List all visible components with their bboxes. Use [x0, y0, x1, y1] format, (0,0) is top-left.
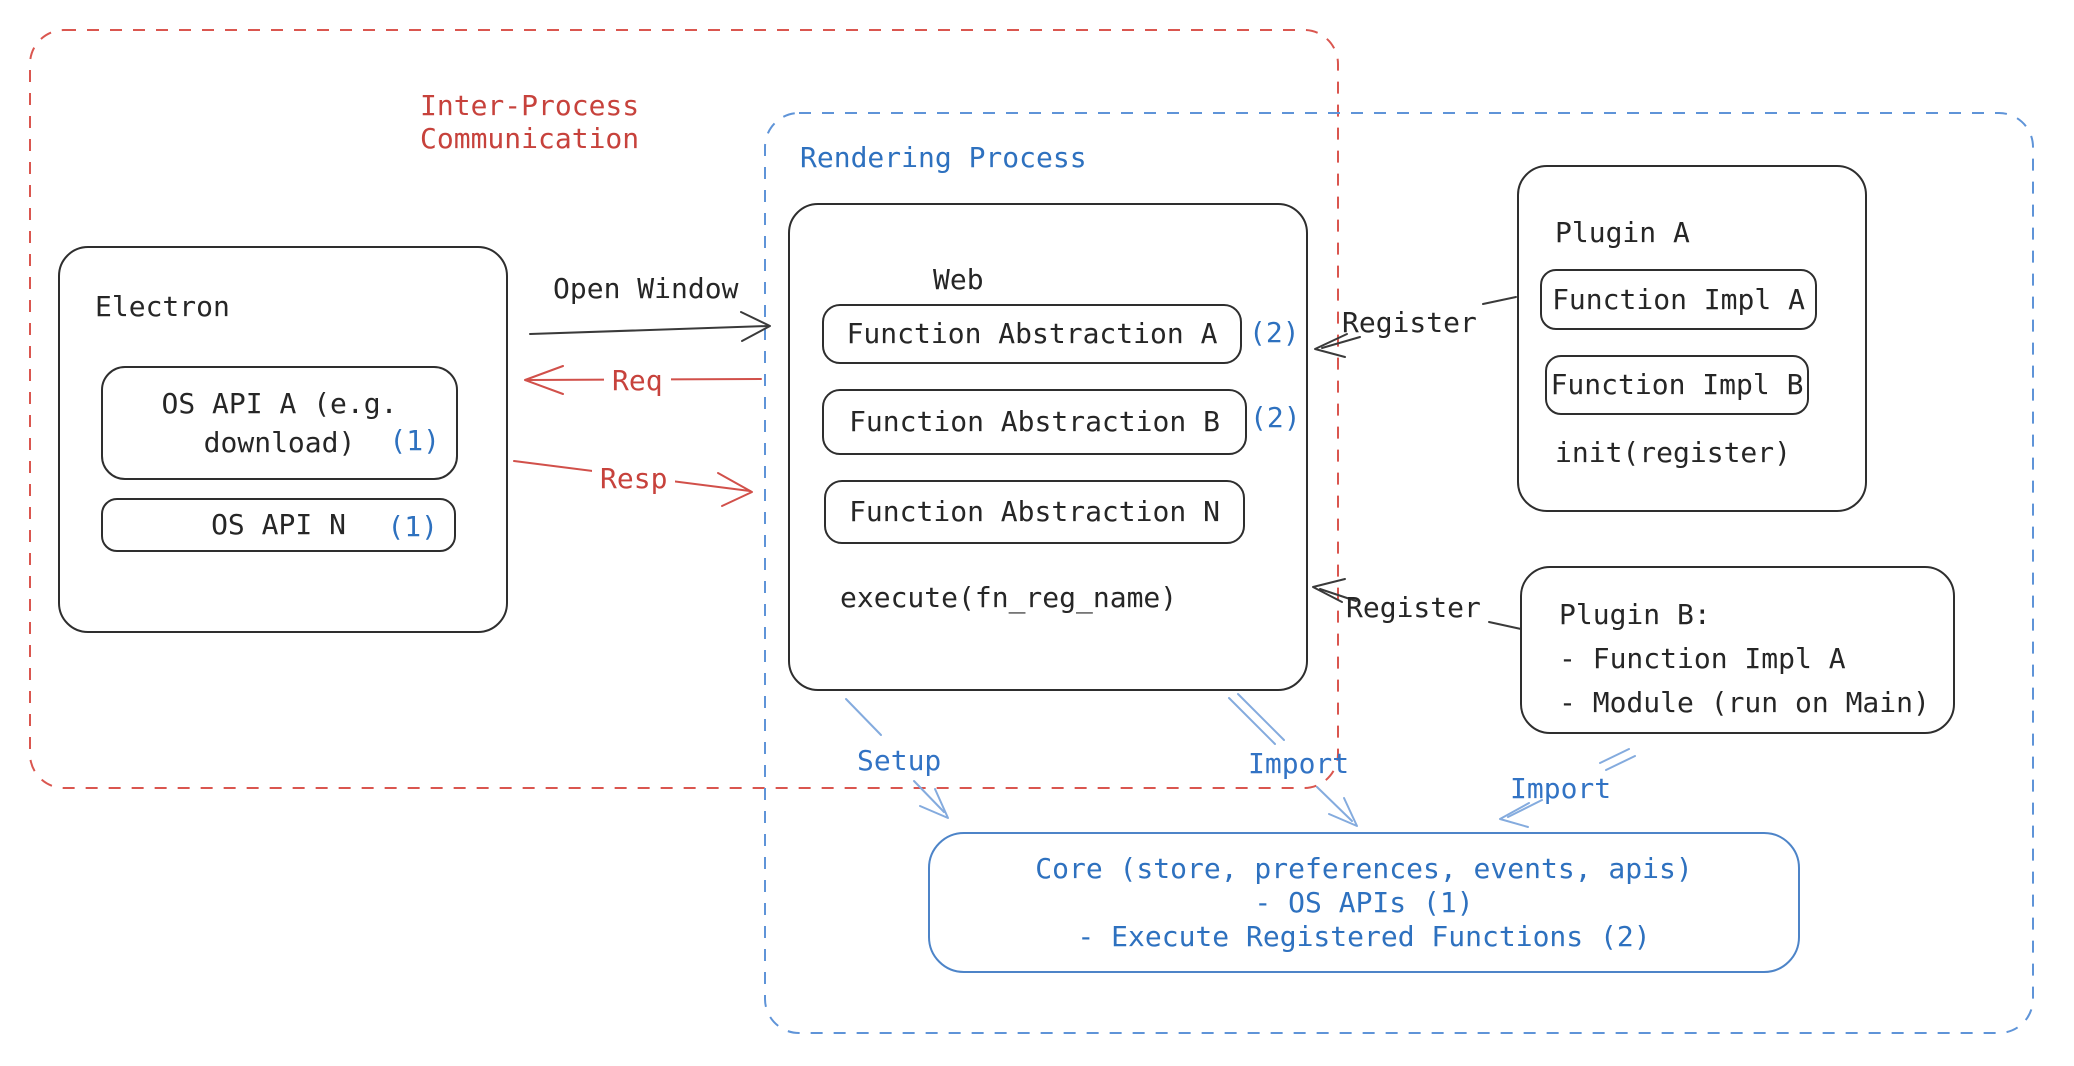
plugin-b-box: Plugin B: - Function Impl A - Module (run …	[1520, 566, 1955, 734]
core-line2: - OS APIs (1)	[1254, 885, 1474, 919]
ipc-region-border	[29, 29, 1339, 789]
function-abstraction-a-label: Function Abstraction A	[846, 317, 1218, 350]
function-impl-a-label: Function Impl A	[1552, 282, 1805, 316]
import-plugin-arrow	[1499, 748, 1636, 828]
function-abstraction-n-label: Function Abstraction N	[849, 495, 1220, 528]
import-web-label: Import	[1248, 747, 1350, 780]
os-api-n-label: OS API N	[211, 508, 346, 541]
core-line3: - Execute Registered Functions (2)	[1077, 919, 1651, 953]
plugin-b-text: Plugin B: - Function Impl A - Module (run …	[1559, 593, 1930, 725]
function-abstraction-b-label: Function Abstraction B	[849, 405, 1220, 438]
os-api-a-line1: OS API A (e.g.	[161, 387, 398, 420]
os-api-a-label: OS API A (e.g. download)	[103, 368, 456, 478]
setup-label: Setup	[857, 744, 942, 777]
function-impl-a-box: Function Impl A	[1540, 269, 1817, 330]
os-api-n-box: OS API N (1)	[101, 498, 456, 552]
function-impl-b-box: Function Impl B	[1545, 355, 1809, 415]
plugin-b-line3: - Module (run on Main)	[1559, 686, 1930, 719]
setup-arrow	[845, 698, 949, 819]
web-title: Web	[933, 263, 984, 296]
ipc-label-line1: Inter-Process	[420, 89, 640, 122]
plugin-b-line1: Plugin B:	[1559, 598, 1711, 631]
function-abstraction-b-badge: (2)	[1250, 401, 1301, 434]
import-plugin-label: Import	[1510, 772, 1612, 805]
rendering-region-label: Rendering Process	[800, 141, 1087, 174]
os-api-a-line2: download)	[203, 426, 356, 459]
core-box: Core (store, preferences, events, apis)-…	[928, 832, 1800, 973]
register-bottom-arrow	[1312, 578, 1522, 630]
function-abstraction-n-box: Function Abstraction N	[824, 480, 1245, 544]
register-bottom-label: Register	[1346, 591, 1481, 624]
function-abstraction-a-box: Function Abstraction A	[822, 304, 1242, 364]
os-api-a-badge: (1)	[389, 424, 440, 457]
register-top-arrow	[1314, 296, 1517, 358]
electron-title: Electron	[95, 290, 230, 323]
register-top-label: Register	[1342, 306, 1477, 339]
plugin-b-line2: - Function Impl A	[1559, 642, 1846, 675]
function-abstraction-b-box: Function Abstraction B	[822, 389, 1247, 455]
plugin-a-title: Plugin A	[1555, 216, 1690, 249]
resp-label: Resp	[592, 462, 676, 496]
core-text: Core (store, preferences, events, apis)-…	[930, 834, 1798, 971]
os-api-a-box: OS API A (e.g. download) (1)	[101, 366, 458, 480]
os-api-n-badge: (1)	[387, 510, 438, 543]
function-impl-b-label: Function Impl B	[1550, 368, 1804, 401]
ipc-label-line2: Communication	[420, 122, 640, 155]
plugin-a-box: Plugin A Function Impl A Function Impl B…	[1517, 165, 1867, 512]
execute-label: execute(fn_reg_name)	[840, 581, 1178, 614]
open-window-arrow	[529, 311, 771, 342]
electron-box: Electron OS API A (e.g. download) (1) OS …	[58, 246, 508, 633]
core-line1: Core (store, preferences, events, apis)	[1035, 851, 1693, 885]
req-label: Req	[604, 364, 671, 398]
web-box: Web Function Abstraction A (2) Function …	[788, 203, 1308, 691]
open-window-label: Open Window	[553, 272, 739, 305]
init-register-label: init(register)	[1555, 436, 1792, 469]
import-web-arrow	[1228, 693, 1358, 827]
rendering-region-border	[764, 112, 2034, 1034]
function-abstraction-a-badge: (2)	[1249, 316, 1300, 349]
